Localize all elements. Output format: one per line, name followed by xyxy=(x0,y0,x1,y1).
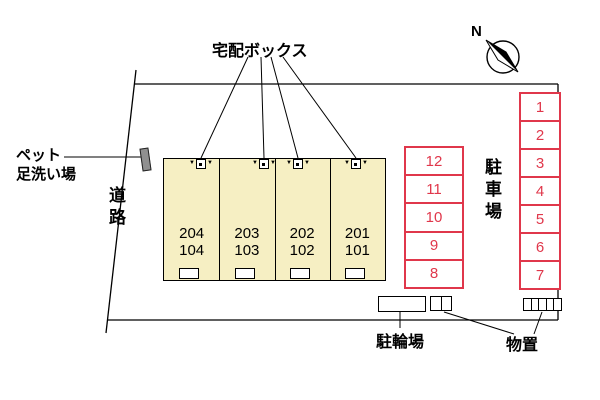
parking-space-number: 5 xyxy=(535,210,545,228)
road-label: 道路 xyxy=(106,186,125,230)
unit-divider xyxy=(219,159,221,280)
delivery-pointer-line xyxy=(270,56,299,159)
bicycle-parking-area xyxy=(378,296,426,312)
delivery-box-icon xyxy=(195,159,206,169)
delivery-box-icon xyxy=(292,159,303,169)
storage-pointer-line-right xyxy=(533,311,543,335)
parking-space: 9 xyxy=(406,233,462,261)
delivery-box: ▼ ▼ xyxy=(252,159,276,169)
delivery-box-icon xyxy=(350,159,361,169)
storage-shed-cell xyxy=(547,299,555,310)
delivery-pointer-line xyxy=(260,56,265,159)
parking-space-number: 6 xyxy=(535,238,545,256)
delivery-box: ▼ ▼ xyxy=(344,159,368,169)
door-marker-icon: ▼ xyxy=(189,160,195,166)
parking-space: 1 xyxy=(521,94,559,122)
storage-shed-cell xyxy=(442,297,452,310)
building: 204 104 203 103 202 102 201 101 xyxy=(163,158,386,281)
building-unit: 204 104 xyxy=(164,159,219,280)
unit-entrance xyxy=(234,268,255,279)
parking-space-number: 3 xyxy=(535,154,545,172)
parking-space-number: 2 xyxy=(535,126,545,144)
north-label: N xyxy=(471,23,482,40)
door-marker-icon: ▼ xyxy=(252,160,258,166)
storage-shed-cell xyxy=(539,299,547,310)
bicycle-parking-label: 駐輪場 xyxy=(376,334,425,351)
unit-number-lower: 101 xyxy=(344,242,370,259)
storage-shed xyxy=(430,296,452,311)
boundary-left-diagonal xyxy=(105,69,137,334)
door-marker-icon: ▼ xyxy=(206,160,213,166)
building-unit: 203 103 xyxy=(219,159,274,280)
parking-lot-label: 駐車場 xyxy=(482,158,501,224)
unit-number-upper: 204 xyxy=(179,225,205,242)
parking-space: 10 xyxy=(406,204,462,233)
unit-divider xyxy=(274,159,276,280)
door-marker-icon: ▼ xyxy=(361,160,368,166)
unit-number-upper: 203 xyxy=(234,225,260,242)
parking-space: 11 xyxy=(406,176,462,205)
parking-space: 2 xyxy=(521,122,559,150)
delivery-box-slot xyxy=(354,162,358,166)
parking-space-number: 11 xyxy=(426,180,442,198)
pet-wash-label: ペット 足洗い場 xyxy=(16,146,76,184)
delivery-box-icon xyxy=(258,159,269,169)
delivery-box-slot xyxy=(262,162,266,166)
unit-number: 202 102 xyxy=(275,225,330,259)
storage-pointer-line-left xyxy=(443,311,515,335)
parking-space: 8 xyxy=(406,261,462,287)
unit-entrance xyxy=(179,268,200,279)
door-marker-icon: ▼ xyxy=(286,160,292,166)
parking-space: 7 xyxy=(521,262,559,288)
delivery-box: ▼ ▼ xyxy=(286,159,310,169)
unit-entrance xyxy=(289,268,310,279)
storage-label: 物置 xyxy=(506,337,539,354)
parking-space: 3 xyxy=(521,150,559,178)
unit-number-lower: 103 xyxy=(234,242,260,259)
unit-number-upper: 201 xyxy=(344,225,370,242)
delivery-box-slot xyxy=(199,162,203,166)
unit-number-upper: 202 xyxy=(289,225,315,242)
storage-shed-cell xyxy=(524,299,532,310)
storage-shed xyxy=(523,298,562,311)
parking-space-number: 12 xyxy=(425,152,443,170)
parking-column-inner: 12 11 10 9 8 xyxy=(404,146,464,289)
parking-space: 5 xyxy=(521,206,559,234)
parking-column-right: 1 2 3 4 5 6 7 xyxy=(519,92,561,290)
parking-space: 12 xyxy=(406,148,462,177)
parking-space-number: 10 xyxy=(425,209,443,226)
pet-wash-label-line1: ペット xyxy=(16,147,62,164)
storage-shed-cell xyxy=(431,297,442,310)
unit-number: 201 101 xyxy=(330,225,385,259)
building-unit: 202 102 xyxy=(275,159,330,280)
unit-divider xyxy=(329,159,331,280)
delivery-pointer-line xyxy=(282,56,357,159)
parking-space-number: 7 xyxy=(535,266,545,284)
parking-space-number: 9 xyxy=(429,237,439,255)
unit-number: 204 104 xyxy=(164,225,219,259)
delivery-box: ▼ ▼ xyxy=(189,159,213,169)
door-marker-icon: ▼ xyxy=(344,160,350,166)
door-marker-icon: ▼ xyxy=(303,160,310,166)
delivery-box-label: 宅配ボックス xyxy=(212,43,308,60)
compass-needle-fill xyxy=(486,40,518,72)
building-unit: 201 101 xyxy=(330,159,385,280)
unit-number: 203 103 xyxy=(219,225,274,259)
delivery-box-slot xyxy=(296,162,300,166)
parking-space: 6 xyxy=(521,234,559,262)
parking-space-number: 8 xyxy=(429,265,439,283)
door-marker-icon: ▼ xyxy=(269,160,276,166)
pet-wash-label-line2: 足洗い場 xyxy=(16,166,77,183)
delivery-pointer-line xyxy=(200,56,249,159)
storage-shed-cell xyxy=(532,299,540,310)
parking-space: 4 xyxy=(521,178,559,206)
parking-space-number: 1 xyxy=(535,98,545,116)
unit-entrance xyxy=(345,268,366,279)
unit-number-lower: 102 xyxy=(289,242,315,259)
storage-shed-cell xyxy=(554,299,561,310)
parking-space-number: 4 xyxy=(535,182,545,200)
compass-icon xyxy=(485,39,520,74)
unit-number-lower: 104 xyxy=(179,242,205,259)
